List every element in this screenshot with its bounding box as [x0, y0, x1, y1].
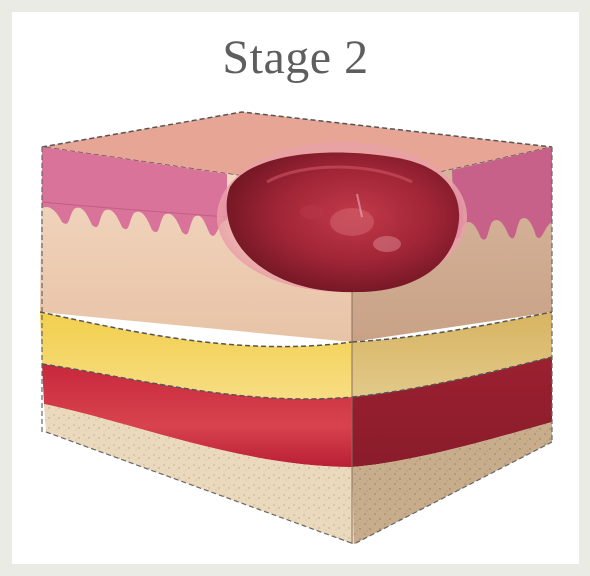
- figure-frame: Stage 2: [12, 12, 579, 564]
- skin-block-illustration: [12, 12, 579, 564]
- pressure-ulcer-wound: [217, 142, 467, 292]
